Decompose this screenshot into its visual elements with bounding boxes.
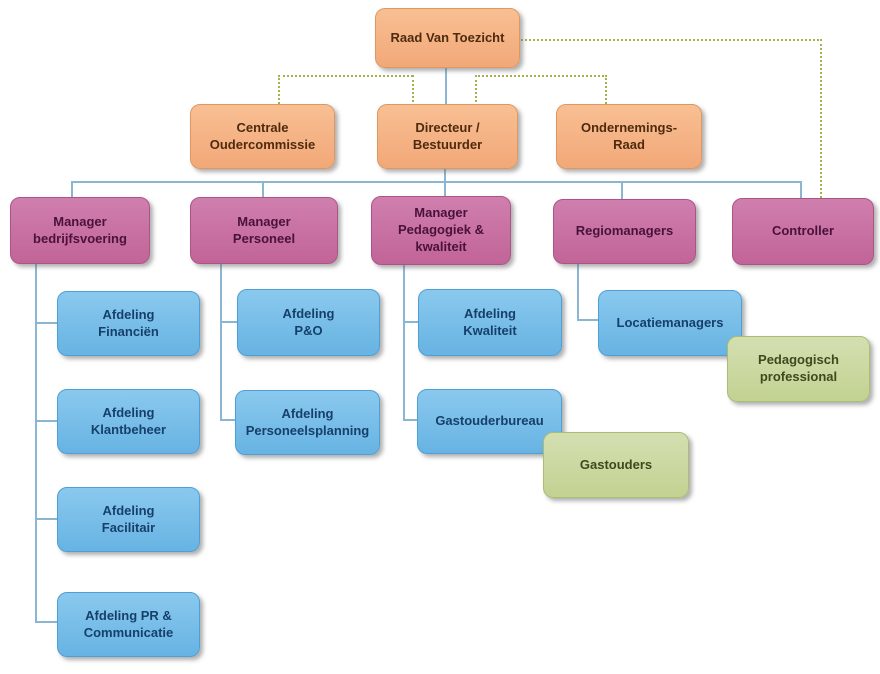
dotted-connector-centrale-v [278,75,280,104]
node-label: Centrale Oudercommissie [209,119,316,152]
org-node-afdeling-klantbeheer: Afdeling Klantbeheer [57,389,200,454]
org-node-afdeling-facilitair: Afdeling Facilitair [57,487,200,552]
node-label: Raad Van Toezicht [390,29,505,45]
org-node-afdeling-personeelsplanning: Afdeling Personeelsplanning [235,390,380,455]
node-label: Manager Personeel [232,213,296,246]
connector-stub-po [220,321,237,323]
org-node-afdeling-pr-communicatie: Afdeling PR & Communicatie [57,592,200,657]
node-label: Directeur / Bestuurder [412,119,483,152]
connector-stub-gastouderbureau [403,419,417,421]
connector-stub-kwaliteit [403,321,418,323]
org-node-pedagogisch-professional: Pedagogisch professional [727,336,870,402]
org-node-manager-bedrijfsvoering: Manager bedrijfsvoering [10,197,150,264]
node-label: Manager bedrijfsvoering [33,213,127,246]
dotted-connector-ondernemings-h [475,75,607,77]
org-node-manager-personeel: Manager Personeel [190,197,338,264]
org-node-gastouders: Gastouders [543,432,689,498]
connector-bus-bedrijfsvoering [71,181,73,197]
node-label: Locatiemanagers [616,314,724,330]
dotted-connector-ondernemings-v [605,75,607,104]
node-label: Controller [771,223,835,239]
connector-stub-locatiemanagers [577,319,598,321]
org-node-controller: Controller [732,198,874,265]
connector-stub-pr-communicatie [35,621,57,623]
org-node-directeur-bestuurder: Directeur / Bestuurder [377,104,518,169]
connector-pedagogiek-trunk [403,263,405,421]
dotted-connector-raad-controller-v [820,39,822,198]
connector-regio-trunk [577,262,579,321]
node-label: Afdeling Financiën [98,306,159,339]
node-label: Gastouderbureau [435,413,544,429]
connector-bedrijfsvoering-trunk [35,262,37,623]
org-node-gastouderbureau: Gastouderbureau [417,389,562,454]
connector-raad-directeur [445,66,447,104]
org-node-manager-pedagogiek-kwaliteit: Manager Pedagogiek & kwaliteit [371,196,511,265]
node-label: Afdeling Personeelsplanning [245,405,370,438]
node-label: Pedagogisch professional [758,352,839,384]
connector-manager-bus [71,181,802,183]
org-node-centrale-oudercommissie: Centrale Oudercommissie [190,104,335,169]
node-label: Afdeling Kwaliteit [463,305,517,338]
node-label: Regiomanagers [575,223,674,239]
connector-bus-controller [800,181,802,198]
node-label: Afdeling PR & Communicatie [83,607,174,640]
dotted-connector-directeur-right [475,75,477,102]
connector-stub-personeelsplanning [220,419,235,421]
connector-stub-facilitair [35,518,57,520]
connector-personeel-trunk [220,262,222,421]
org-node-afdeling-financien: Afdeling Financiën [57,291,200,356]
connector-bus-personeel [262,181,264,197]
node-label: Manager Pedagogiek & kwaliteit [398,205,484,254]
connector-bus-regiomanagers [621,181,623,199]
org-node-raad-van-toezicht: Raad Van Toezicht [375,8,520,68]
node-label: Afdeling Klantbeheer [90,404,167,437]
node-label: Ondernemings- Raad [580,119,678,152]
dotted-connector-directeur-left [412,75,414,102]
org-node-afdeling-kwaliteit: Afdeling Kwaliteit [418,289,562,356]
dotted-connector-raad-controller-h [518,39,822,41]
org-node-regiomanagers: Regiomanagers [553,199,696,264]
org-node-locatiemanagers: Locatiemanagers [598,290,742,356]
org-node-afdeling-po: Afdeling P&O [237,289,380,356]
connector-stub-klantbeheer [35,420,57,422]
node-label: Afdeling P&O [282,305,335,338]
node-label: Gastouders [579,456,653,472]
org-node-ondernemingsraad: Ondernemings- Raad [556,104,702,169]
connector-stub-financien [35,322,57,324]
dotted-connector-centrale-h [278,75,413,77]
node-label: Afdeling Facilitair [101,502,156,535]
